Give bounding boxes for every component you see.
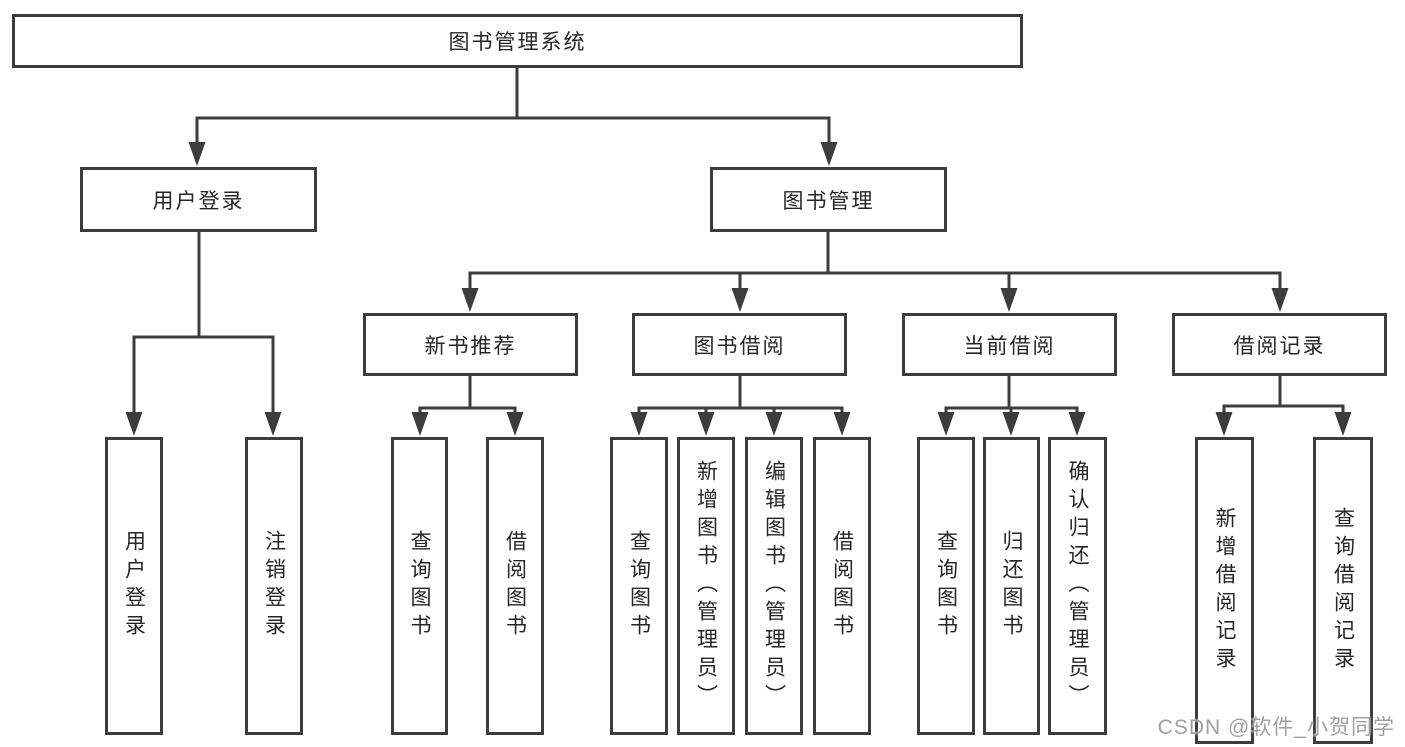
leaf-add-borrow-record: 新增借阅记录	[1195, 437, 1254, 744]
node-root: 图书管理系统	[12, 14, 1023, 68]
leaf-borrow-query-books-label: 查询图书	[627, 530, 651, 642]
leaf-recommend-query-books: 查询图书	[391, 437, 448, 735]
connector-records-split	[1215, 376, 1352, 436]
node-book-borrow: 图书借阅	[632, 313, 847, 376]
node-borrow-records-label: 借阅记录	[1233, 334, 1326, 358]
connector-current-borrow-split	[937, 376, 1086, 436]
node-borrow-records: 借阅记录	[1172, 313, 1387, 376]
leaf-confirm-return-admin-label: 确认归还（管理员）	[1066, 460, 1089, 712]
leaf-return-books: 归还图书	[983, 437, 1040, 735]
leaf-confirm-return-admin: 确认归还（管理员）	[1048, 437, 1107, 735]
leaf-borrow-books: 借阅图书	[813, 437, 871, 735]
leaf-edit-books-admin: 编辑图书（管理员）	[745, 437, 803, 735]
leaf-query-borrow-record: 查询借阅记录	[1313, 437, 1373, 744]
leaf-recommend-borrow-books: 借阅图书	[486, 437, 544, 735]
connector-root-split	[188, 68, 838, 166]
leaf-add-books-admin-label: 新增图书（管理员）	[694, 460, 718, 712]
leaf-edit-books-admin-label: 编辑图书（管理员）	[762, 460, 786, 712]
connector-book-borrow-split	[630, 376, 851, 436]
leaf-recommend-borrow-books-label: 借阅图书	[503, 530, 527, 642]
node-user-login-branch: 用户登录	[80, 167, 317, 232]
leaf-user-login: 用户登录	[105, 437, 163, 735]
csdn-watermark: CSDN @软件_小贺同学	[1157, 716, 1395, 739]
connector-book-mgmt-split	[461, 232, 1289, 312]
leaf-logout: 注销登录	[245, 437, 303, 735]
node-new-book-recommend-label: 新书推荐	[424, 334, 517, 358]
leaf-recommend-query-books-label: 查询图书	[408, 530, 431, 642]
leaf-current-query-books: 查询图书	[917, 437, 975, 735]
connector-user-login-split	[125, 232, 282, 436]
leaf-logout-label: 注销登录	[262, 530, 286, 642]
leaf-add-books-admin: 新增图书（管理员）	[677, 437, 735, 735]
leaf-return-books-label: 归还图书	[1000, 530, 1023, 642]
leaf-current-query-books-label: 查询图书	[934, 530, 958, 642]
node-book-borrow-label: 图书借阅	[693, 334, 786, 358]
node-current-borrow-label: 当前借阅	[963, 334, 1056, 358]
node-new-book-recommend: 新书推荐	[363, 313, 578, 376]
leaf-query-borrow-record-label: 查询借阅记录	[1331, 506, 1355, 675]
node-current-borrow: 当前借阅	[902, 313, 1117, 376]
leaf-borrow-query-books: 查询图书	[610, 437, 668, 735]
node-book-management-branch-label: 图书管理	[782, 189, 875, 213]
connector-recommend-split	[411, 376, 524, 436]
node-book-management-branch: 图书管理	[710, 167, 947, 232]
node-root-label: 图书管理系统	[448, 31, 587, 54]
leaf-borrow-books-label: 借阅图书	[830, 530, 854, 642]
node-user-login-branch-label: 用户登录	[152, 189, 245, 213]
leaf-user-login-label: 用户登录	[122, 530, 146, 642]
leaf-add-borrow-record-label: 新增借阅记录	[1213, 506, 1236, 675]
